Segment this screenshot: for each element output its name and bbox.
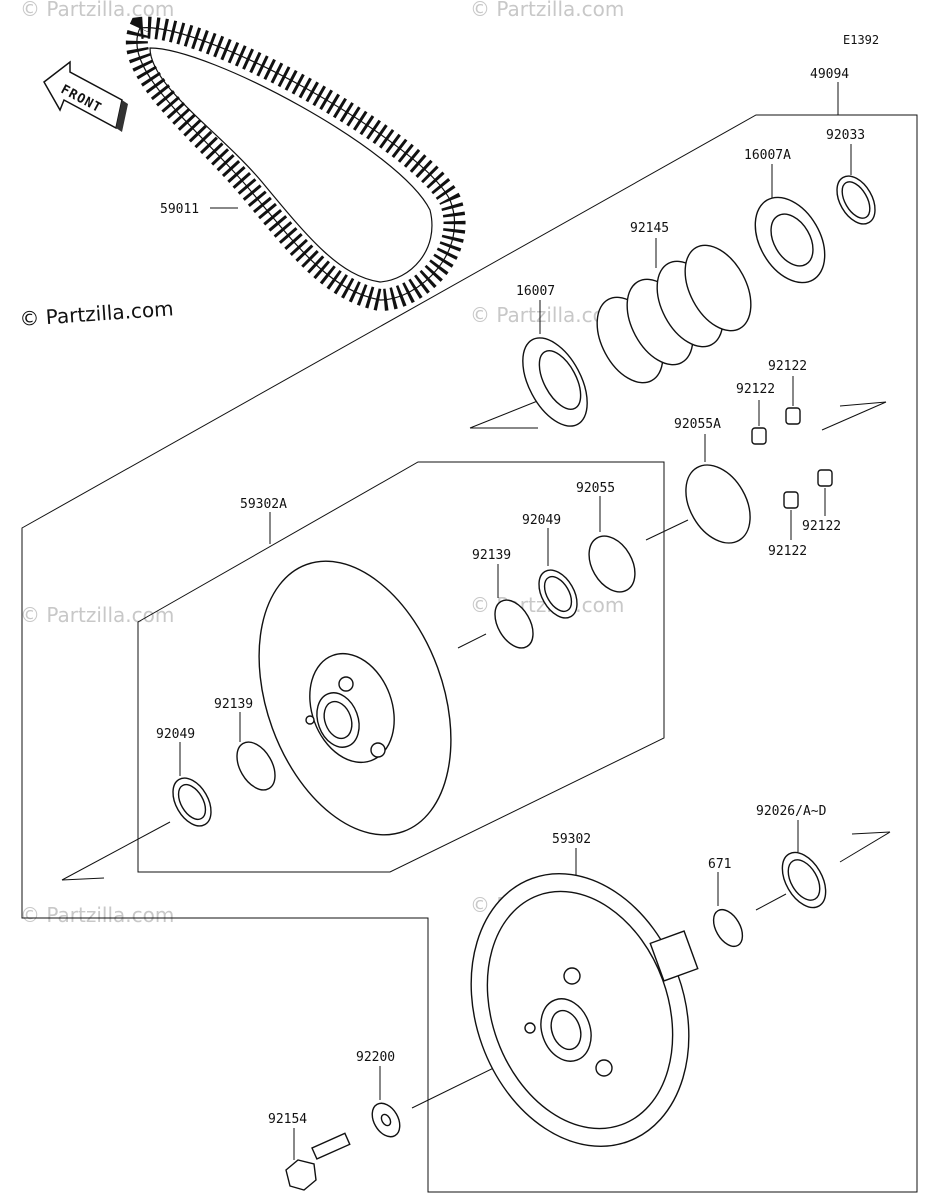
watermark: © Partzilla.com: [470, 0, 624, 21]
bearing-outer-bore: [770, 213, 814, 267]
watermark: © Partzilla.com: [20, 0, 174, 21]
slider-button: [785, 407, 801, 425]
washer-hole: [380, 1113, 392, 1127]
part-label-seal: 92049: [156, 727, 195, 742]
part-label-slider: 92122: [736, 382, 775, 397]
part-label-belt: 59011: [160, 202, 199, 217]
part-label-slider: 92122: [768, 544, 807, 559]
part-label-spring: 92145: [630, 221, 669, 236]
part-label-slider: 92122: [802, 519, 841, 534]
axis-line: [839, 831, 891, 863]
axis-line: [457, 633, 487, 649]
oil-seal-bore: [543, 575, 573, 613]
retainer-ring-inner: [841, 181, 871, 219]
o-ring-small: [588, 535, 636, 593]
axis-line: [61, 821, 171, 881]
front-arrow-icon: FRONT: [43, 60, 128, 132]
axis-line: [755, 893, 787, 911]
part-label-retainer-ring: 92033: [826, 128, 865, 143]
axis-line: [839, 401, 887, 407]
partzilla-logo: © Partzilla.com: [19, 296, 175, 331]
part-label-fixed-sheave: 59302: [552, 832, 591, 847]
part-label-slider: 92122: [768, 359, 807, 374]
part-label-bushing: 92139: [214, 697, 253, 712]
sub-assembly-outline: [137, 461, 665, 873]
bushing: [494, 599, 534, 649]
part-label-movable-sheave: 59302A: [240, 497, 287, 512]
part-label-bearing-outer: 16007A: [744, 148, 791, 163]
part-label-assembly: 49094: [810, 67, 849, 82]
slider-button: [817, 469, 833, 487]
fixed-sheave: [470, 873, 699, 1147]
axis-line: [61, 877, 105, 881]
axis-line: [851, 831, 891, 835]
part-label-shim: 92026/A~D: [756, 804, 827, 819]
drive-belt: [126, 16, 466, 312]
slider-button: [751, 427, 767, 445]
part-label-bolt: 92154: [268, 1112, 307, 1127]
bearing-inner-bore: [538, 350, 582, 410]
movable-sheave: [258, 560, 452, 836]
part-label-seal: 92049: [522, 513, 561, 528]
watermark: © Partzilla.com: [20, 603, 174, 627]
o-ring-large: [685, 464, 751, 544]
slider-button: [783, 491, 799, 509]
reference-code: E1392: [843, 33, 879, 47]
shim-bore: [787, 859, 821, 901]
axis-line: [645, 519, 689, 541]
part-label-bushing: 92139: [472, 548, 511, 563]
flange-bolt: [285, 1132, 351, 1191]
part-label-washer: 92200: [356, 1050, 395, 1065]
oil-seal-bore: [177, 783, 207, 821]
assembly-outline: [21, 114, 918, 1193]
part-label-o-ring-small: 92055: [576, 481, 615, 496]
watermark: © Partzilla.com: [20, 903, 174, 927]
axis-line: [821, 401, 887, 431]
part-label-bearing-inner: 16007: [516, 284, 555, 299]
part-label-o-ring-large: 92055A: [674, 417, 721, 432]
bushing: [236, 741, 276, 791]
part-label-snap-ring: 671: [708, 857, 731, 872]
snap-ring: [712, 908, 744, 948]
compression-spring: [596, 244, 752, 384]
